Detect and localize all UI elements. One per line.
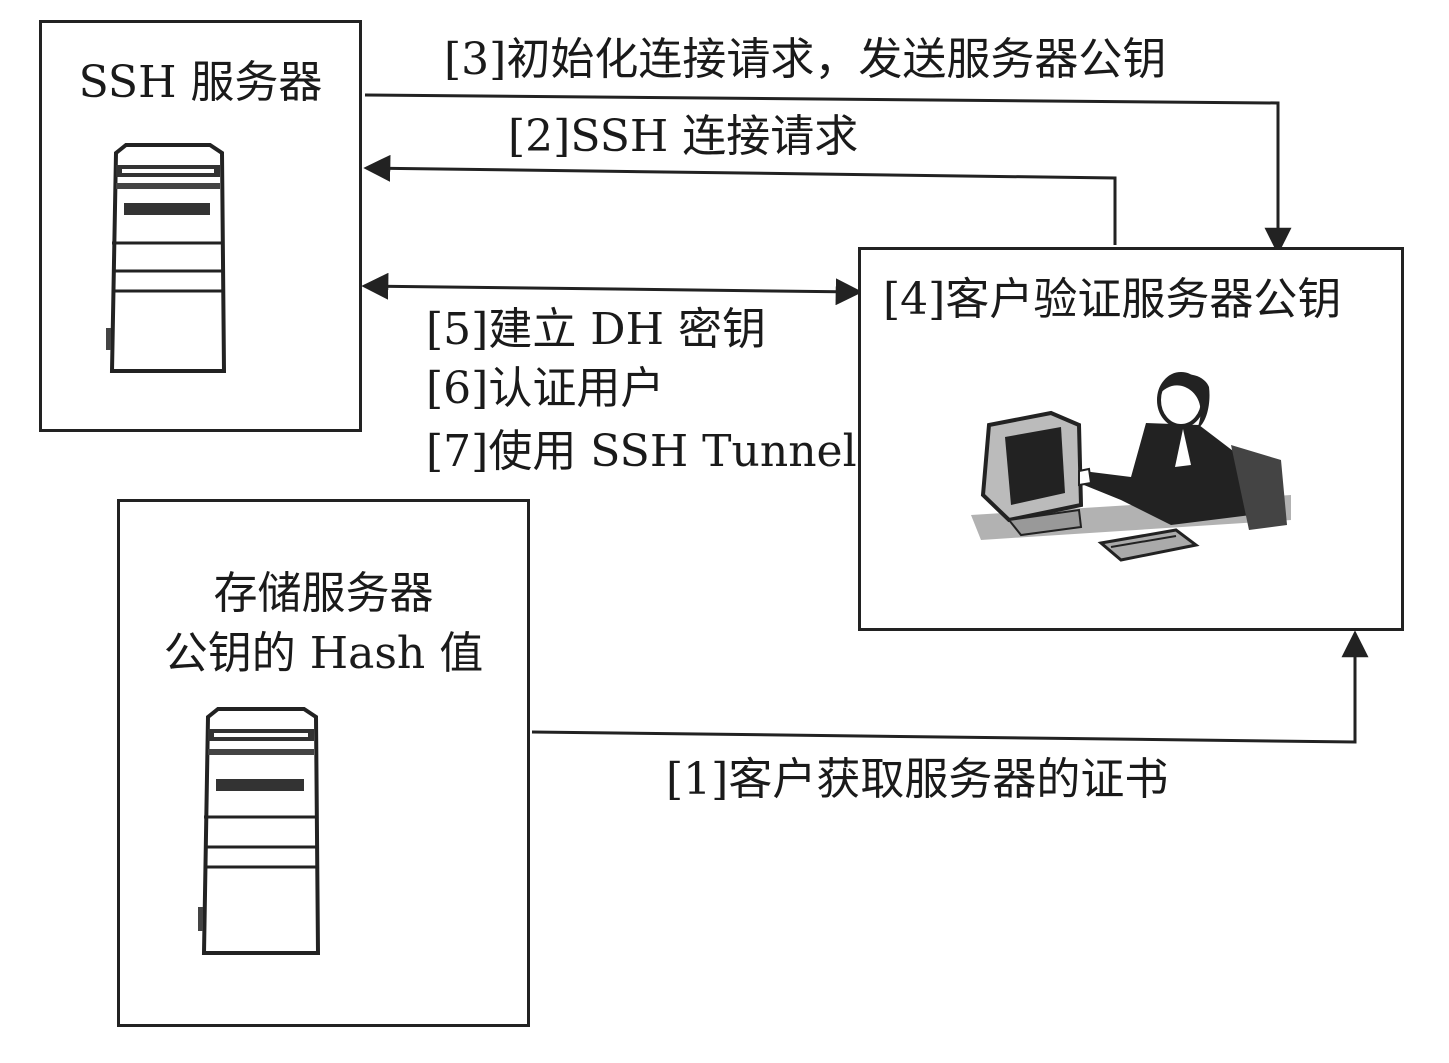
arrow-step5-7 [361,272,863,306]
step3-label: [3]初始化连接请求，发送服务器公钥 [444,34,1167,85]
ssh-server-title: SSH 服务器 [78,57,323,108]
step1-label: [1]客户获取服务器的证书 [666,754,1169,805]
step2-label: [2]SSH 连接请求 [508,111,859,162]
server-icon [104,143,232,375]
client-box: [4]客户验证服务器公钥 [858,247,1404,631]
arrow-step2 [363,154,1117,245]
storage-title-line2: 公钥的 Hash 值 [163,628,484,679]
step5-label: [5]建立 DH 密钥 [426,304,766,355]
ssh-server-box: SSH 服务器 [39,20,362,432]
storage-box: 存储服务器 公钥的 Hash 值 [117,499,530,1027]
client-user-computer-icon [961,365,1291,570]
step6-label: [6]认证用户 [426,363,665,414]
arrow-step1 [531,630,1369,744]
arrow-step3 [364,93,1292,255]
storage-title-line1: 存储服务器 [213,568,434,619]
server-icon [196,707,326,957]
step7-label: [7]使用 SSH Tunnel [426,426,857,477]
client-title: [4]客户验证服务器公钥 [883,274,1342,325]
